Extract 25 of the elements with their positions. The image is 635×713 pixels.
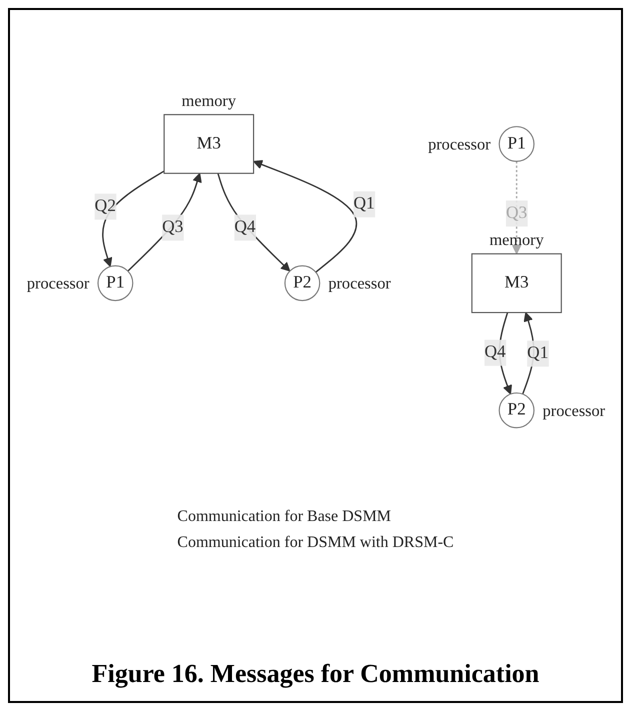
arrow (252, 160, 357, 272)
edge-label: Q4 (234, 218, 256, 236)
edge-label: Q3 (505, 203, 527, 222)
node-circle: P2 (498, 392, 534, 428)
node-caption: processor (428, 134, 490, 154)
edge-label: Q4 (484, 342, 506, 362)
node-caption: memory (488, 230, 544, 249)
node-caption: processor (328, 273, 390, 292)
arrow (126, 172, 202, 272)
node-box: M3 (470, 252, 562, 313)
panel-caption: Communication for DSMM with DRSM-C (177, 534, 454, 552)
arrow (216, 172, 290, 272)
node-circle: P2 (284, 264, 320, 301)
edge-label: Q3 (162, 218, 183, 236)
node-circle: P1 (96, 264, 133, 301)
node-circle: P1 (498, 126, 534, 162)
edge-label: Q2 (94, 196, 116, 216)
panel-caption: Communication for Base DSMM (177, 508, 392, 526)
node-caption: memory (181, 90, 236, 110)
edge-label: Q1 (352, 194, 374, 213)
node-caption: processor (542, 400, 605, 420)
figure-caption: Figure 16. Messages for Communication (92, 659, 540, 689)
node-box: M3 (163, 114, 254, 174)
edge-label: Q1 (526, 344, 548, 362)
node-caption: processor (26, 273, 89, 292)
